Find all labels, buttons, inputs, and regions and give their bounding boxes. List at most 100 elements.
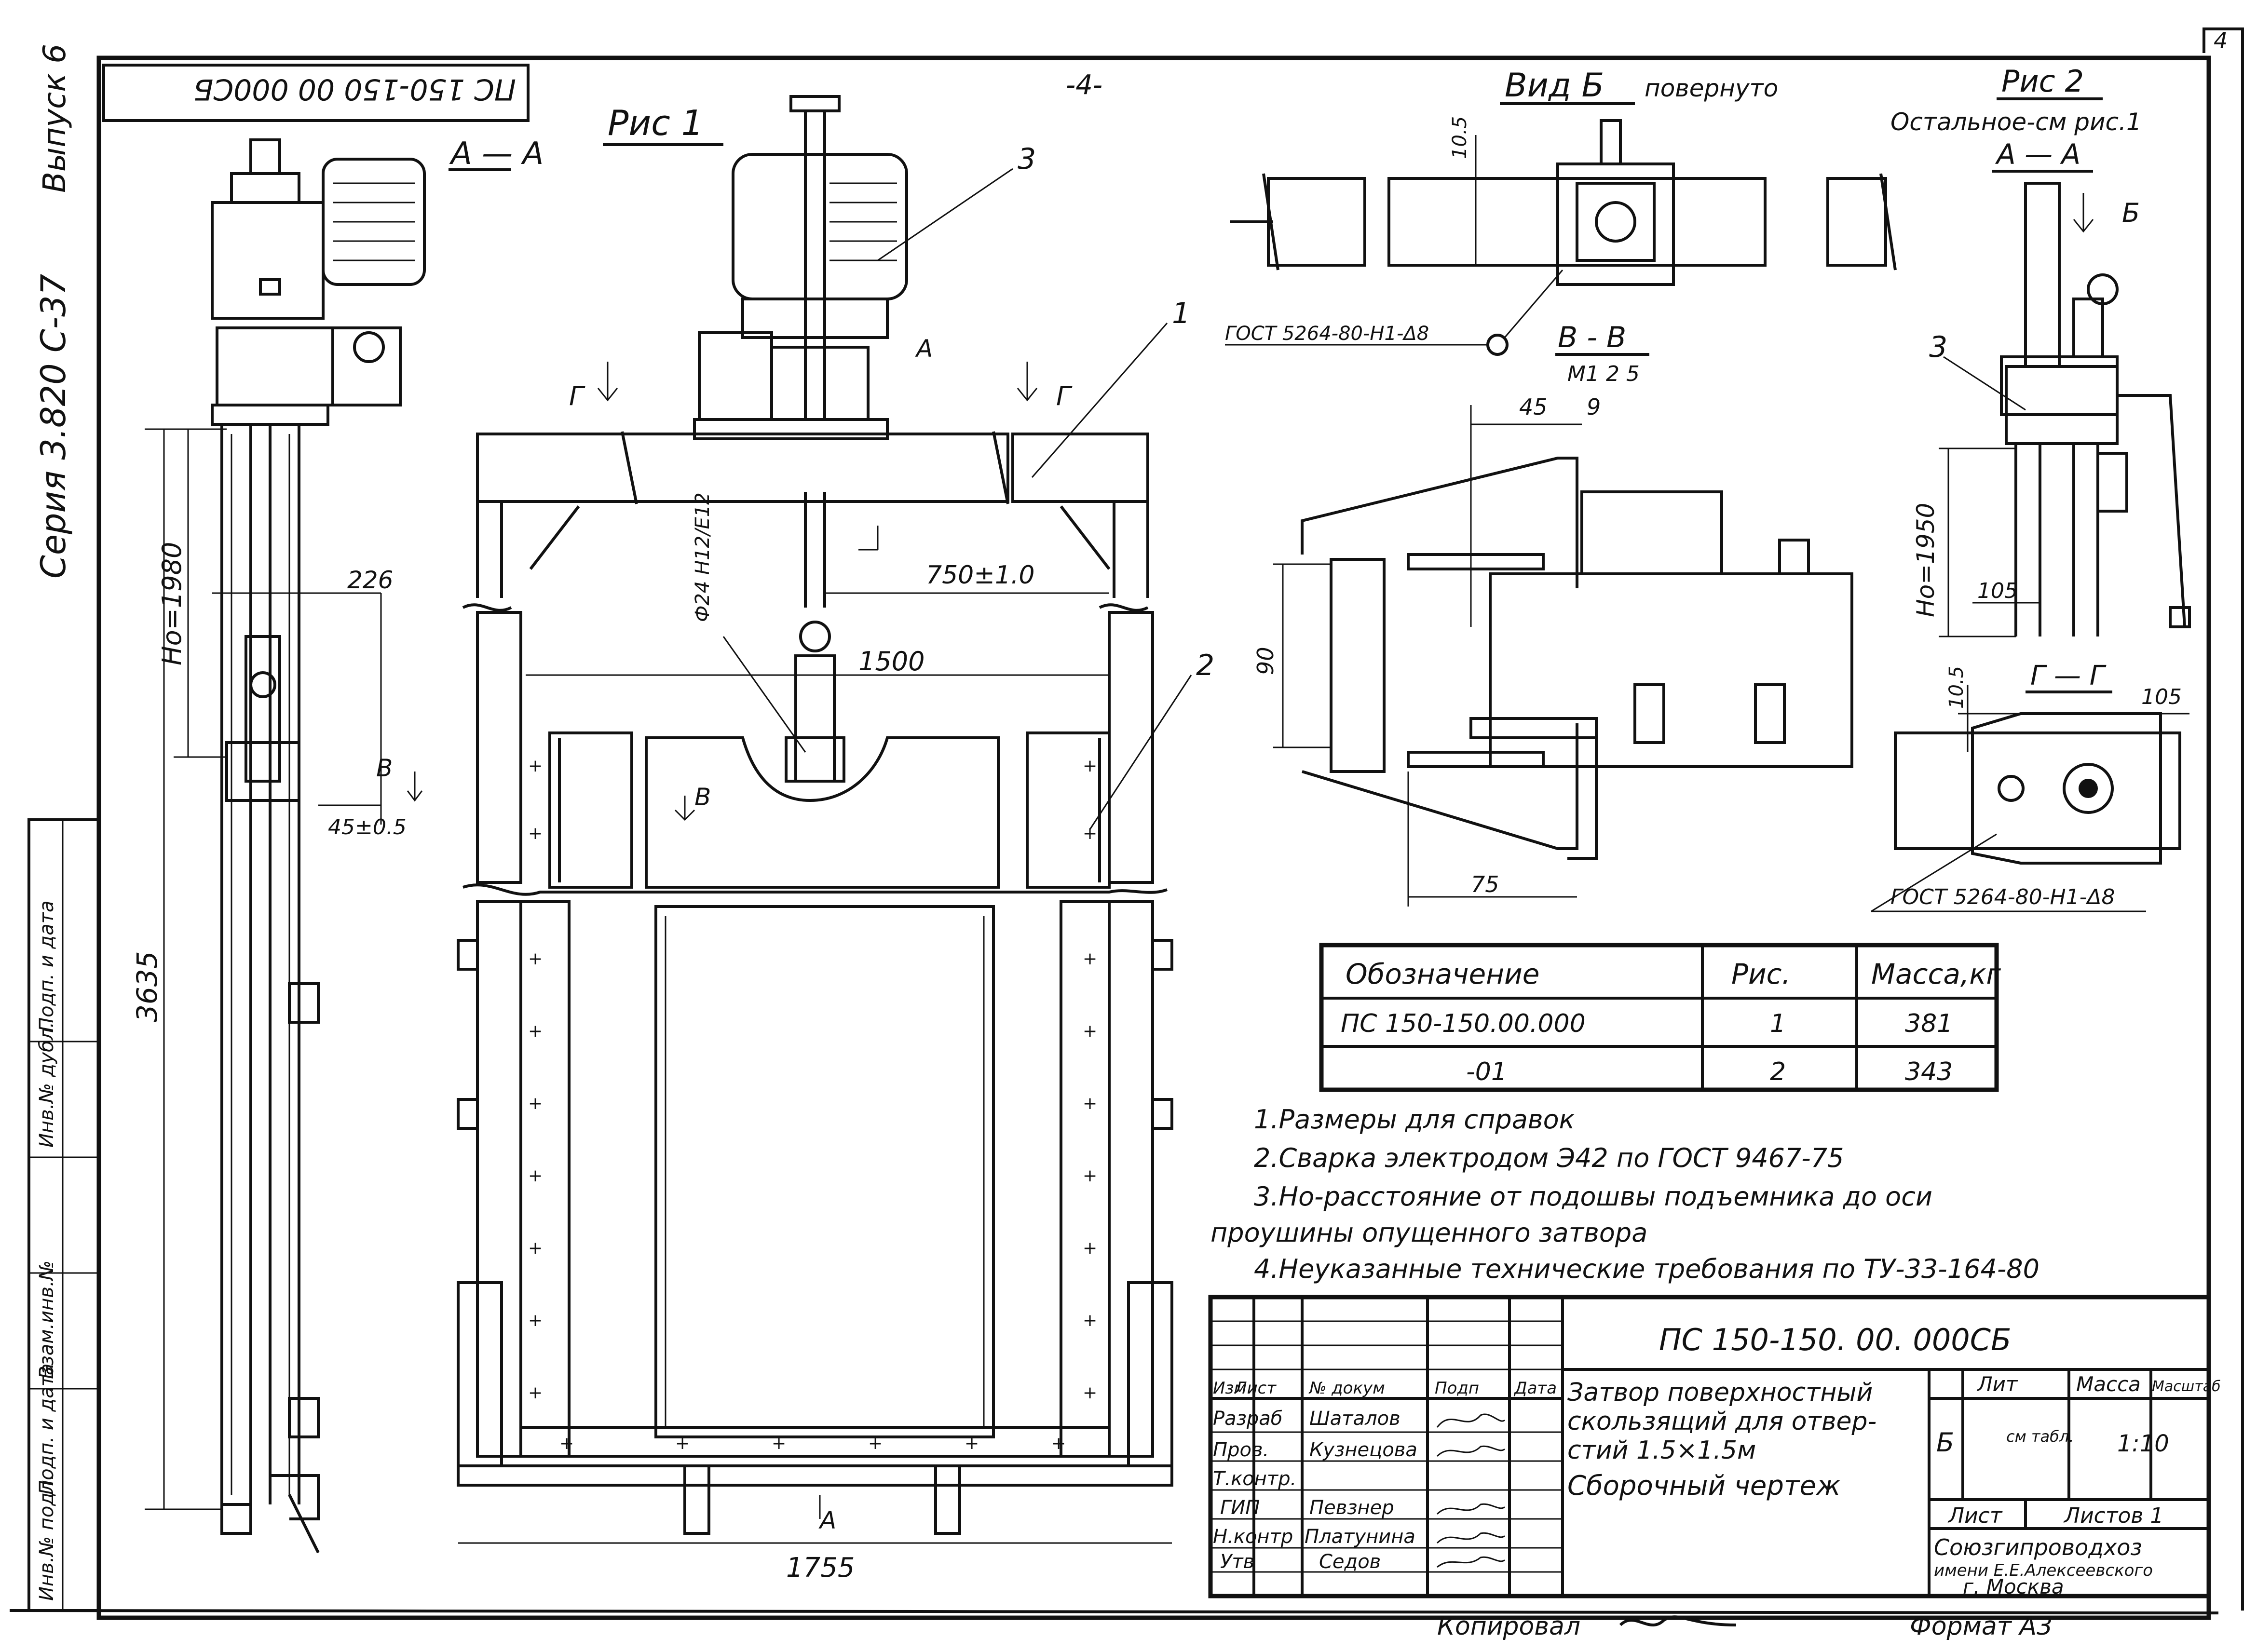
fig2-section-title: А — А bbox=[1995, 138, 2080, 171]
left-post-lower bbox=[476, 900, 522, 1458]
left-post-upper bbox=[476, 611, 522, 884]
svg-text:+: + bbox=[675, 1434, 690, 1453]
bottom-sill bbox=[519, 1426, 1111, 1458]
frame-section bbox=[1489, 572, 1853, 768]
gate-shield-lower bbox=[654, 905, 995, 1438]
spec-row2-mass: 343 bbox=[1905, 1057, 1953, 1086]
svg-text:+: + bbox=[528, 1094, 543, 1113]
tb-name-line-3: стий 1.5×1.5м bbox=[1567, 1436, 1756, 1465]
tb-code: ПС 150-150. 00. 000СБ bbox=[1659, 1322, 2012, 1357]
dim-1755: 1755 bbox=[786, 1552, 855, 1584]
dim-105-b: 10.5 bbox=[1945, 666, 1968, 709]
svg-text:+: + bbox=[1083, 1383, 1097, 1403]
issue-label: Выпуск 6 bbox=[37, 44, 73, 193]
eyelet bbox=[245, 635, 281, 783]
dim-45: 45±0.5 bbox=[328, 815, 407, 840]
spec-row2-designation: -01 bbox=[1466, 1057, 1507, 1086]
tb-role-2: Пров. bbox=[1213, 1439, 1269, 1461]
figure-1-front-view: Рис 1 bbox=[457, 95, 1214, 1584]
note-1: 1.Размеры для справок bbox=[1254, 1104, 1575, 1135]
tb-mass-label: Масса bbox=[2076, 1372, 2141, 1396]
side-stamp-label-2: Подп. и дата bbox=[36, 1364, 58, 1495]
tb-role-3: Т.контр. bbox=[1213, 1468, 1296, 1490]
copied-by: Копировал bbox=[1437, 1612, 1580, 1641]
dim-226: 226 bbox=[347, 566, 393, 594]
note-3: 3.Но-расстояние от подошвы подъемника до… bbox=[1254, 1181, 1932, 1212]
dim-ho-1980: Но=1980 bbox=[157, 542, 187, 665]
svg-text:+: + bbox=[1083, 1021, 1097, 1041]
view-section-aa-left: А — А bbox=[131, 136, 544, 1554]
gg-plate bbox=[1971, 712, 2162, 865]
gear-housing bbox=[211, 201, 325, 320]
svg-text:+: + bbox=[528, 1166, 543, 1186]
tb-name-line-2: скользящий для отвер- bbox=[1567, 1407, 1876, 1436]
hoist-top bbox=[249, 138, 281, 175]
sheet-frame bbox=[9, 27, 2244, 1620]
svg-text:+: + bbox=[528, 949, 543, 969]
seal-profile bbox=[1301, 457, 1578, 588]
svg-text:+: + bbox=[528, 1383, 543, 1403]
view-title-aa-left: А — А bbox=[449, 136, 544, 172]
tb-org-line-1: Союзгипроводхоз bbox=[1934, 1534, 2142, 1560]
fig1-title: Рис 1 bbox=[608, 103, 704, 143]
tb-mass-value: см табл. bbox=[2006, 1427, 2074, 1446]
fig2-title: Рис 2 bbox=[2001, 64, 2084, 99]
title-block: Изм Лист № докум Подп Дата Разраб Шатало… bbox=[1208, 1295, 2221, 1598]
note-3-cont: проушины опущенного затвора bbox=[1210, 1218, 1647, 1248]
spec-table: Обозначение Рис. Масса,кг ПС 150-150.00.… bbox=[1319, 943, 2001, 1092]
callout-1: 1 bbox=[1172, 297, 1190, 330]
spec-header-mass: Масса,кг bbox=[1871, 958, 2001, 990]
tb-scale-value: 1:10 bbox=[2117, 1430, 2169, 1457]
side-stamp-label-1: Инв.№ подл. bbox=[36, 1474, 58, 1601]
spec-row2-figure: 2 bbox=[1770, 1057, 1786, 1086]
right-post-upper bbox=[1108, 611, 1154, 884]
view-b-rotated: Вид Б повернуто ГОСТ 5264-80-Н1-Δ8 10.5 bbox=[1225, 67, 1897, 356]
sheet-number: 4 bbox=[2214, 27, 2228, 54]
format-label: Формат А3 bbox=[1910, 1612, 2053, 1641]
svg-text:+: + bbox=[1083, 824, 1097, 843]
section-vv-scale: М1 2 5 bbox=[1567, 362, 1640, 386]
gate-shield-upper bbox=[645, 736, 1000, 889]
top-beam bbox=[476, 433, 1009, 503]
dim-45-b: 45 bbox=[1519, 394, 1548, 420]
weld-spec-2: ГОСТ 5264-80-Н1-Δ8 bbox=[1890, 885, 2115, 909]
svg-text:+: + bbox=[1083, 1311, 1097, 1330]
cut-label-b: Б bbox=[2122, 198, 2140, 228]
tb-role-1: Разраб bbox=[1213, 1408, 1282, 1430]
tb-col-list: Лист bbox=[1234, 1379, 1277, 1398]
dim-3635: 3635 bbox=[131, 951, 163, 1022]
section-gg-title: Г — Г bbox=[2030, 660, 2107, 691]
dim-105-a: 10.5 bbox=[1449, 116, 1471, 159]
side-stamp-box bbox=[27, 818, 100, 1612]
section-vv-title: В - В bbox=[1558, 321, 1626, 354]
section-vv: В - В М1 2 5 45 9 90 75 bbox=[1252, 321, 1853, 907]
tb-sheets-label: Листов 1 bbox=[2063, 1503, 2163, 1528]
fig2-screw bbox=[2024, 182, 2061, 368]
svg-text:+: + bbox=[868, 1434, 883, 1453]
figure-2: Рис 2 Остальное-см рис.1 А — А 3 Б Но=19… bbox=[1890, 64, 2191, 637]
spec-row1-figure: 1 bbox=[1770, 1009, 1786, 1038]
tb-name-line-1: Затвор поверхностный bbox=[1567, 1378, 1873, 1407]
dim-ho-1950: Но=1950 bbox=[1912, 503, 1940, 617]
svg-text:+: + bbox=[772, 1434, 786, 1453]
gear-unit bbox=[698, 331, 773, 421]
page-number: -4- bbox=[1066, 69, 1102, 101]
svg-text:+: + bbox=[528, 1311, 543, 1330]
callout-3-fig2: 3 bbox=[1929, 330, 1947, 364]
cut-label-g-left: Г bbox=[569, 381, 585, 411]
side-stamp: Инв.№ подл. Подп. и дата Взам.инв.№ Инв.… bbox=[36, 901, 58, 1601]
tb-col-doc: № докум bbox=[1308, 1379, 1385, 1398]
hoist-motor bbox=[732, 153, 908, 300]
side-stamp-label-4: Инв.№ дубл. bbox=[36, 1022, 58, 1148]
svg-text:+: + bbox=[1083, 1094, 1097, 1113]
cut-label-v-left: В bbox=[376, 754, 393, 782]
reducer bbox=[216, 326, 334, 406]
dim-750: 750±1.0 bbox=[926, 561, 1035, 590]
tb-name-1: Шаталов bbox=[1309, 1408, 1400, 1430]
dim-90: 90 bbox=[1252, 647, 1278, 675]
dim-9: 9 bbox=[1587, 394, 1601, 420]
svg-text:+: + bbox=[1083, 756, 1097, 776]
tb-sheet-label: Лист bbox=[1947, 1503, 2003, 1528]
technical-notes: 1.Размеры для справок 2.Сварка электродо… bbox=[1210, 1104, 2039, 1284]
